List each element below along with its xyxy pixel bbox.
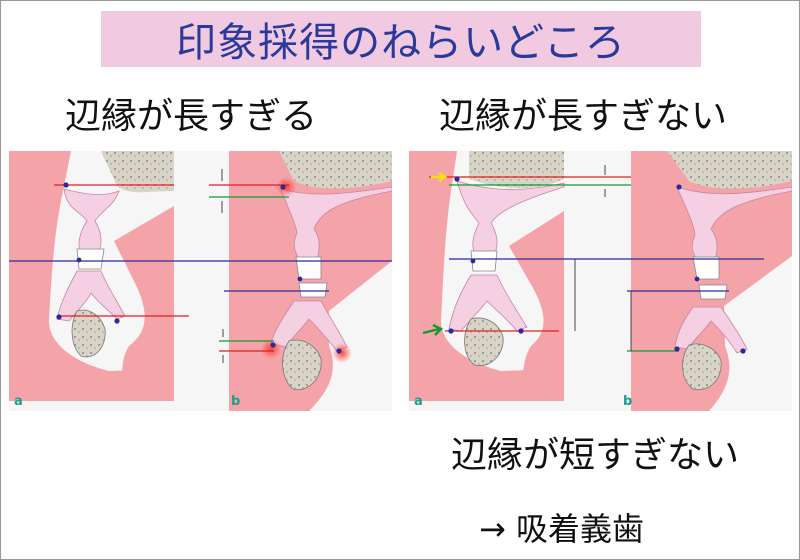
teeth-b (295, 256, 322, 280)
landmark-dot (740, 348, 746, 354)
teeth-b (298, 282, 328, 298)
mucosa-inner (114, 206, 174, 401)
upper-flange (280, 186, 392, 260)
panel-b-label: b (623, 394, 632, 409)
landmark-dot (454, 176, 460, 182)
panel-a-label: a (414, 394, 423, 409)
lower-bone (282, 339, 322, 390)
conclusion-text: → 吸着義歯 (479, 510, 644, 548)
upper-bone (469, 151, 564, 188)
panel-a-label: a (14, 394, 23, 409)
landmark-dot (676, 184, 682, 190)
title-banner: 印象採得のねらいどころ (101, 11, 701, 67)
lower-flange (270, 300, 348, 352)
landmark-dot (336, 348, 342, 354)
left-heading: 辺縁が長すぎる (65, 96, 318, 137)
landmark-dot (56, 314, 62, 320)
overextension-glow (276, 177, 296, 197)
oral-cavity (709, 256, 792, 411)
landmark-dot (114, 318, 120, 324)
landmark-dot (63, 182, 69, 188)
teeth-a (470, 250, 498, 272)
lower-flange (674, 306, 748, 354)
landmark-dot (270, 342, 276, 348)
landmark-dot (518, 328, 524, 334)
landmark-dot (470, 258, 476, 264)
teeth-a (76, 248, 105, 270)
lower-flange (56, 270, 126, 322)
lower-bone (71, 309, 106, 358)
yellow-arrow-icon (431, 172, 448, 182)
upper-flange (63, 188, 120, 252)
upper-bone (667, 151, 792, 189)
upper-flange (676, 186, 792, 260)
oral-cavity (309, 261, 392, 411)
overextension-glow (332, 343, 352, 363)
panel-a: a (9, 151, 189, 409)
panel-b: b (574, 151, 792, 411)
bottom-heading: 辺縁が短すぎない (451, 435, 740, 476)
landmark-dot (674, 346, 680, 352)
mucosa-outer (9, 151, 164, 401)
mucosa-outer (409, 151, 564, 401)
upper-bone (279, 151, 392, 189)
panel-a: a (409, 151, 792, 409)
lower-bone (682, 343, 722, 391)
overextension-glow (261, 339, 281, 359)
landmark-dot (694, 276, 700, 282)
teeth-b (692, 256, 720, 280)
panel-b: b (209, 151, 392, 411)
right-heading: 辺縁が長すぎない (439, 96, 728, 137)
slide-title: 印象採得のねらいどころ (176, 20, 626, 66)
panel-b-label: b (231, 394, 240, 409)
teeth-b (698, 284, 728, 300)
landmark-dot (76, 257, 82, 263)
landmark-dot (297, 276, 303, 282)
figure-not-too-long: a b (409, 151, 792, 411)
landmark-dot (280, 184, 286, 190)
green-arrow-icon (422, 323, 444, 336)
upper-flange (456, 180, 565, 254)
lower-flange (448, 274, 528, 332)
lower-bone (464, 317, 504, 366)
upper-bone (101, 151, 174, 193)
landmark-dot (448, 328, 454, 334)
figure-too-long: a b (9, 151, 392, 411)
